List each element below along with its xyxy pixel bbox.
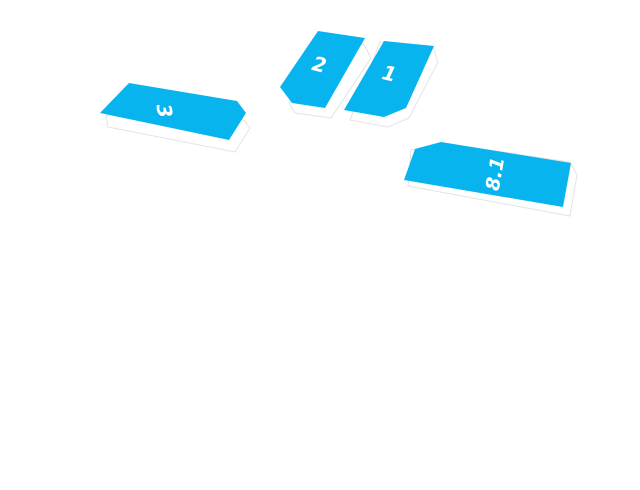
building-block-3-label: 3 [151, 102, 177, 120]
building-block-3-shape[interactable] [100, 83, 246, 140]
building-block-1-label: 1 [380, 60, 399, 87]
building-block-2-label: 2 [310, 51, 329, 78]
building-block-1[interactable]: 1 [344, 41, 439, 128]
building-block-2-shape[interactable] [280, 31, 365, 108]
building-block-8-1-shape[interactable] [404, 142, 571, 207]
building-block-8-1[interactable]: 8.1 [404, 142, 578, 217]
building-block-2[interactable]: 2 [280, 31, 372, 119]
building-block-1-shape[interactable] [344, 41, 434, 117]
building-block-3[interactable]: 3 [100, 83, 251, 153]
